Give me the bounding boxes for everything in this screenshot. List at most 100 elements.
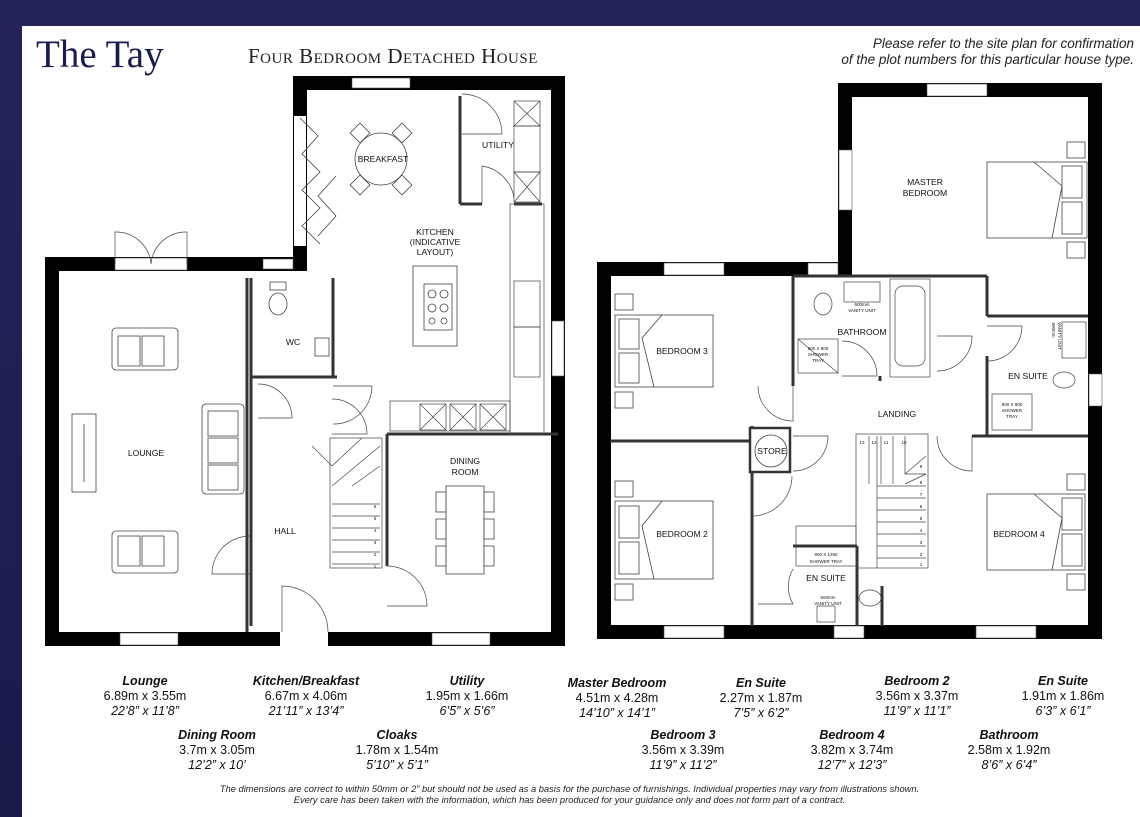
stair-number: 11 xyxy=(884,440,889,445)
ensuite-right-fittings xyxy=(991,321,1087,431)
dimension-metric: 3.56m x 3.39m xyxy=(641,743,725,757)
stair-number: 2 xyxy=(920,552,923,557)
stair-number: 6 xyxy=(920,504,923,509)
house-subtitle: Four Bedroom Detached House xyxy=(248,44,538,68)
room-label-bedroom2: BEDROOM 2 xyxy=(656,529,708,539)
disclaimer-line1: The dimensions are correct to within 50m… xyxy=(219,784,920,794)
window xyxy=(262,258,294,270)
stair-number: 10 xyxy=(901,440,907,445)
door-swing xyxy=(332,385,373,425)
room-label-wc: WC xyxy=(286,337,300,347)
bedroom4-bed xyxy=(986,473,1086,591)
room-label-dining: DINING xyxy=(450,456,480,466)
master-bed xyxy=(986,141,1088,259)
window xyxy=(833,625,865,639)
shower-label: SHOWER xyxy=(808,352,829,357)
dimension-bedroom4: Bedroom 4 3.82m x 3.74m 12’7” x 12’3” xyxy=(792,728,912,773)
door-swing xyxy=(461,93,503,135)
internal-walls xyxy=(610,274,1088,626)
bedroom3-bed xyxy=(614,293,714,409)
dimension-imperial: 7’5” x 6’2” xyxy=(733,706,789,720)
dimension-name: Dining Room xyxy=(178,728,256,742)
dimension-imperial: 5’10” x 5’1” xyxy=(366,758,428,772)
door-swing xyxy=(481,165,515,204)
window xyxy=(926,83,988,97)
vanity-label: VANITY UNIT xyxy=(1057,322,1062,350)
window xyxy=(351,77,411,89)
shower-label: SHOWER xyxy=(1002,408,1023,413)
dimension-name: En Suite xyxy=(735,676,786,690)
stair-number: 9 xyxy=(920,464,923,469)
dimension-metric: 6.67m x 4.06m xyxy=(264,689,348,703)
room-label-dining: ROOM xyxy=(452,467,479,477)
dimension-imperial: 6’5” x 5’6” xyxy=(439,704,495,718)
window xyxy=(119,632,179,646)
window xyxy=(663,262,725,276)
stair-number: 1 xyxy=(920,562,923,567)
shower-label: 800 X 800 xyxy=(1002,402,1023,407)
stair-number: 4 xyxy=(374,528,377,533)
first-floor-outer-walls xyxy=(597,83,1102,639)
dining-table xyxy=(435,485,495,575)
house-title: The Tay xyxy=(36,33,164,76)
site-plan-note: Please refer to the site plan for confir… xyxy=(714,36,1134,68)
dimension-metric: 1.95m x 1.66m xyxy=(425,689,509,703)
disclaimer: The dimensions are correct to within 50m… xyxy=(22,784,1117,806)
room-label-master: MASTER xyxy=(907,177,943,187)
door-swing xyxy=(386,565,428,607)
stair-number: 5 xyxy=(374,516,377,521)
door-swing xyxy=(751,475,793,517)
door-swing xyxy=(841,340,878,377)
dimension-ensuite2: En Suite 1.91m x 1.86m 6’3” x 6’1” xyxy=(1008,674,1118,719)
dimension-utility: Utility 1.95m x 1.66m 6’5” x 5’6” xyxy=(407,674,527,719)
dimension-master: Master Bedroom 4.51m x 4.28m 14’10” x 14… xyxy=(552,676,682,721)
lounge-furniture xyxy=(71,327,245,574)
room-label-kitchen-note: LAYOUT) xyxy=(417,247,454,257)
dimension-metric: 6.89m x 3.55m xyxy=(103,689,187,703)
stair-number: 13 xyxy=(859,440,865,445)
dimension-ensuite1: En Suite 2.27m x 1.87m 7’5” x 6’2” xyxy=(701,676,821,721)
first-floor-plan: 13 12 11 10 9 8 7 6 5 4 3 2 1 MASTER BED… xyxy=(597,83,1103,639)
dimension-imperial: 6’3” x 6’1” xyxy=(1035,704,1091,718)
dimension-imperial: 11’9” x 11’2” xyxy=(649,758,717,772)
stair-number: 12 xyxy=(871,440,877,445)
dimension-name: Bathroom xyxy=(979,728,1039,742)
front-door-gap xyxy=(280,632,328,646)
dimension-name: Utility xyxy=(449,674,485,688)
kitchen-island xyxy=(412,265,458,347)
dimension-dining: Dining Room 3.7m x 3.05m 12’2” x 10’ xyxy=(157,728,277,773)
utility-fittings xyxy=(513,100,541,203)
stair-number: 6 xyxy=(374,504,377,509)
dimension-metric: 1.78m x 1.54m xyxy=(355,743,439,757)
dimension-name: Lounge xyxy=(122,674,168,688)
disclaimer-line2: Every care has been taken with the infor… xyxy=(293,795,846,805)
door-swing xyxy=(792,435,829,472)
shower-label: TRAY xyxy=(812,358,824,363)
dimension-imperial: 8’6” x 6’4” xyxy=(981,758,1037,772)
door-swing xyxy=(936,335,973,372)
dimension-metric: 4.51m x 4.28m xyxy=(575,691,659,705)
door-swing xyxy=(257,383,293,419)
dimension-name: Kitchen/Breakfast xyxy=(252,674,360,688)
vanity-label: 600mm xyxy=(1051,322,1056,337)
ground-stairs xyxy=(311,437,383,569)
site-plan-note-line2: of the plot numbers for this particular … xyxy=(841,52,1134,67)
dimension-name: En Suite xyxy=(1037,674,1088,688)
dimension-imperial: 12’2” x 10’ xyxy=(188,758,246,772)
door-swing xyxy=(936,435,973,472)
door-swing xyxy=(757,385,794,422)
room-label-ensuite-right: EN SUITE xyxy=(1008,371,1048,381)
kitchen-units xyxy=(389,203,545,435)
room-label-bedroom3: BEDROOM 3 xyxy=(656,346,708,356)
vanity-label: 500mm xyxy=(820,595,835,600)
room-label-utility: UTILITY xyxy=(482,140,514,150)
first-stairs xyxy=(855,433,929,569)
window xyxy=(663,625,725,639)
stair-number: 5 xyxy=(920,516,923,521)
dimension-name: Cloaks xyxy=(376,728,418,742)
vanity-label: VANITY UNIT xyxy=(814,601,842,606)
dimension-name: Bedroom 4 xyxy=(819,728,885,742)
door-swing xyxy=(986,325,1023,362)
door-swing xyxy=(211,535,252,575)
